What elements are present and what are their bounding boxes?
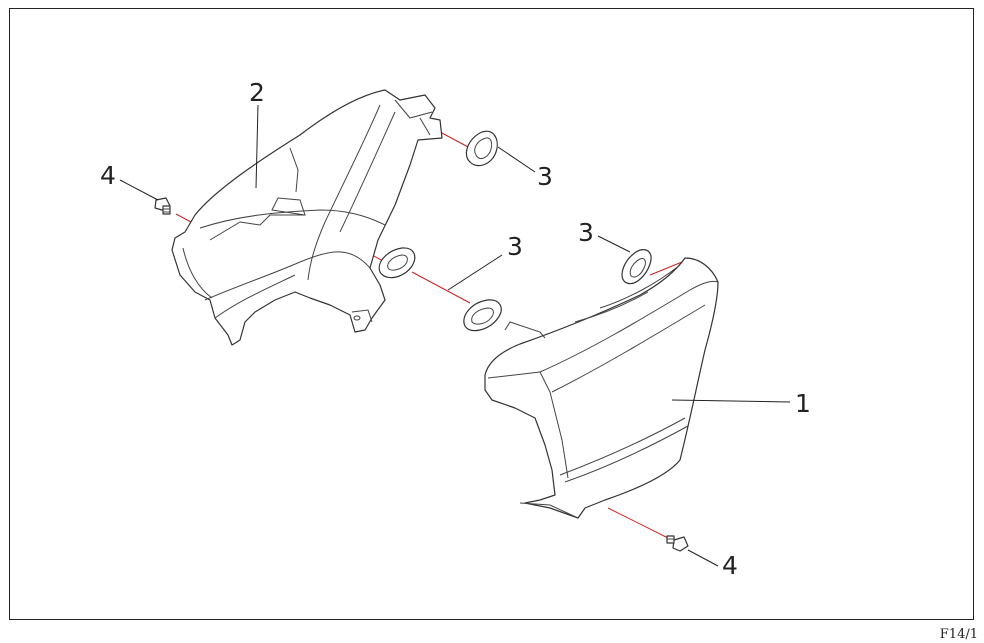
callout-part-4-lower: 4 <box>722 551 738 580</box>
screw-lower-right <box>666 535 689 552</box>
callout-part-1: 1 <box>795 389 811 418</box>
screw-upper-left <box>154 197 171 215</box>
grommet-right <box>621 249 652 285</box>
callout-part-3-right: 3 <box>578 218 594 247</box>
callout-part-2: 2 <box>249 78 265 107</box>
grommet-middle-right <box>463 299 502 332</box>
inner-panel-part <box>171 89 443 346</box>
callout-part-3-top: 3 <box>537 162 553 191</box>
drawing-frame <box>9 8 974 620</box>
grommet-top <box>465 130 498 167</box>
page-code: F14/1 <box>939 627 978 642</box>
grommet-middle-left <box>378 247 416 279</box>
outer-cover-part <box>484 257 719 519</box>
leader-lines <box>119 104 791 567</box>
callout-part-4-upper: 4 <box>100 161 116 190</box>
callout-part-3-middle: 3 <box>507 232 523 261</box>
